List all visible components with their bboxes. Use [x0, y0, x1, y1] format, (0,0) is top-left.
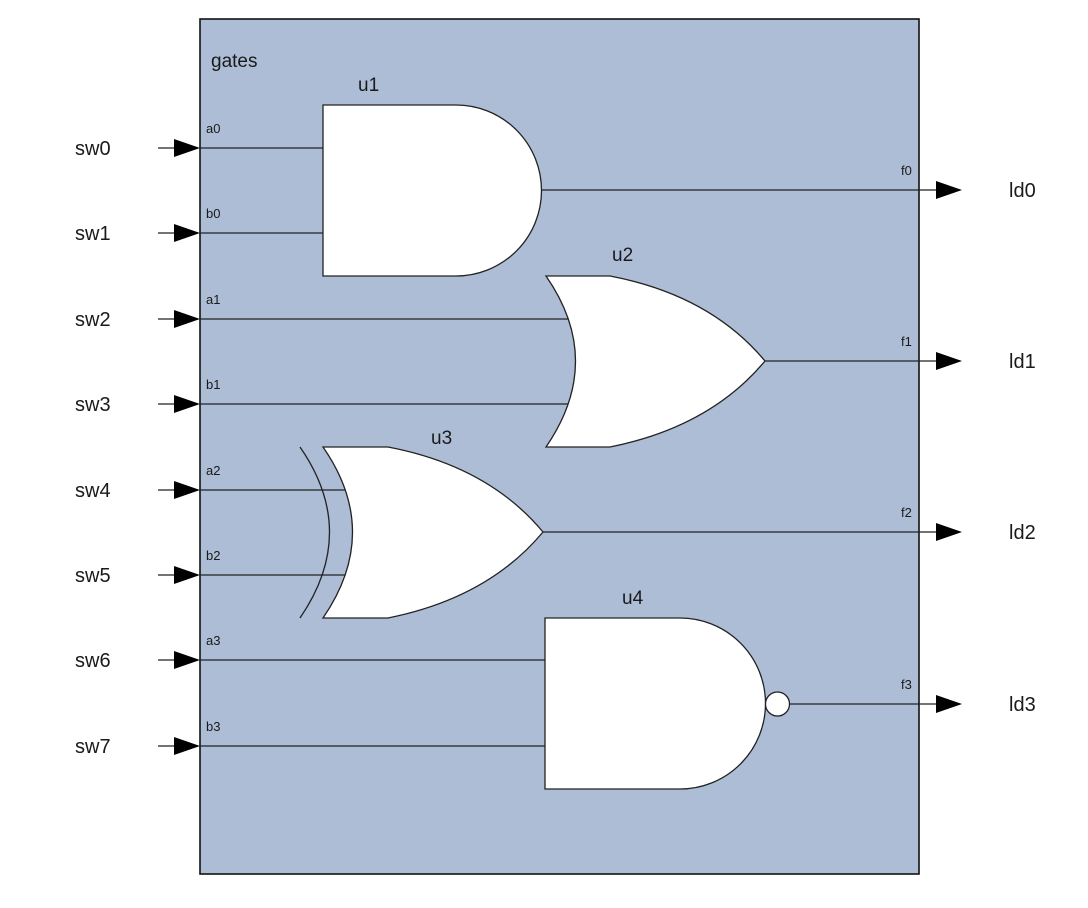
input-arrow-sw4 [174, 481, 200, 499]
input-arrow-sw2 [174, 310, 200, 328]
xor-input-arc [299, 446, 331, 619]
input-label-sw7: sw7 [75, 736, 111, 758]
and-gate-u1 [322, 104, 543, 277]
port-label-a3: a3 [206, 633, 220, 648]
port-label-f2: f2 [901, 505, 912, 520]
block-name: gates [211, 51, 257, 72]
input-label-sw4: sw4 [75, 480, 111, 502]
input-arrow-sw3 [174, 395, 200, 413]
input-label-sw1: sw1 [75, 223, 111, 245]
instance-label-u3: u3 [431, 428, 452, 449]
port-label-f1: f1 [901, 334, 912, 349]
input-arrow-sw1 [174, 224, 200, 242]
xor-gate-u3 [321, 446, 544, 619]
port-label-b2: b2 [206, 548, 220, 563]
instance-label-u1: u1 [358, 75, 379, 96]
input-label-sw5: sw5 [75, 565, 111, 587]
output-label-ld0: ld0 [1009, 180, 1036, 202]
instance-label-u4: u4 [622, 588, 644, 609]
input-label-sw0: sw0 [75, 138, 111, 160]
input-arrow-sw6 [174, 651, 200, 669]
input-label-sw6: sw6 [75, 650, 111, 672]
port-label-a2: a2 [206, 463, 220, 478]
nand-gate-u4 [544, 617, 767, 790]
output-label-ld2: ld2 [1009, 522, 1036, 544]
port-label-a0: a0 [206, 121, 220, 136]
output-label-ld1: ld1 [1009, 351, 1036, 373]
or-gate-u2 [544, 275, 766, 448]
input-arrow-sw0 [174, 139, 200, 157]
port-label-a1: a1 [206, 292, 220, 307]
port-label-f3: f3 [901, 677, 912, 692]
port-label-f0: f0 [901, 163, 912, 178]
output-arrow-ld0 [936, 181, 962, 199]
output-label-ld3: ld3 [1009, 694, 1036, 716]
nand-bubble [764, 691, 791, 717]
port-label-b1: b1 [206, 377, 220, 392]
input-arrow-sw7 [174, 737, 200, 755]
input-arrow-sw5 [174, 566, 200, 584]
port-label-b3: b3 [206, 719, 220, 734]
input-label-sw2: sw2 [75, 309, 111, 331]
port-label-b0: b0 [206, 206, 220, 221]
output-arrow-ld1 [936, 352, 962, 370]
instance-label-u2: u2 [612, 245, 633, 266]
output-arrow-ld3 [936, 695, 962, 713]
output-arrow-ld2 [936, 523, 962, 541]
input-label-sw3: sw3 [75, 394, 111, 416]
